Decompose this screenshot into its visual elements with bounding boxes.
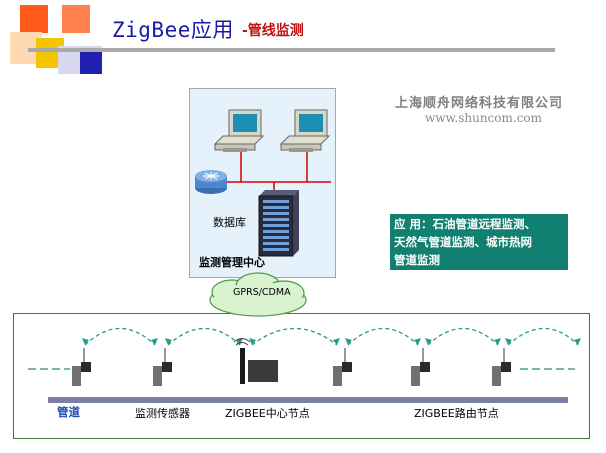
pipeline — [48, 397, 568, 403]
router-node-icon — [411, 348, 430, 386]
router-node-label: ZIGBEE路由节点 — [414, 407, 499, 420]
monitoring-center-label: 监测管理中心 — [199, 256, 265, 269]
wireless-link-arc — [427, 327, 499, 346]
company-website: www.shuncom.com — [425, 111, 543, 125]
router-node-icon — [492, 348, 511, 386]
application-line: 天然气管道监测、城市热网 — [394, 235, 532, 249]
wireless-links — [84, 327, 579, 346]
sensor-node-icon — [72, 348, 91, 386]
wireless-link-arc — [251, 327, 338, 346]
page-title: ZigBee应用 — [112, 18, 234, 42]
center-node-icon — [233, 338, 278, 384]
router-node-icon — [333, 348, 352, 386]
company-name: 上海顺舟网络科技有限公司 — [395, 96, 564, 111]
page-subtitle: -管线监测 — [242, 23, 304, 39]
wireless-link-arc — [347, 327, 419, 346]
application-line: 管道监测 — [394, 253, 440, 267]
pipe-label: 管道 — [57, 405, 80, 419]
application-box: 应 用：石油管道远程监测、 天然气管道监测、城市热网 管道监测 — [390, 214, 568, 270]
cloud-label: GPRS/CDMA — [233, 287, 291, 298]
center-node-label: ZIGBEE中心节点 — [225, 407, 310, 420]
database-label: 数据库 — [213, 216, 246, 229]
wireless-link-arc — [167, 327, 241, 346]
cloud-icon — [209, 272, 307, 317]
wireless-link-arc — [507, 327, 579, 346]
sensor-node-icon — [153, 348, 172, 386]
sensor-label: 监测传感器 — [135, 407, 190, 420]
application-line: 应 用：石油管道远程监测、 — [394, 217, 537, 231]
center-equipment — [195, 109, 331, 257]
corner-decoration — [10, 5, 102, 74]
title-underline — [28, 48, 555, 52]
router-icon — [195, 170, 227, 194]
workstation-icon — [279, 109, 331, 152]
server-rack-icon — [258, 190, 299, 257]
wireless-link-arc — [84, 327, 156, 346]
workstation-icon — [213, 109, 265, 152]
